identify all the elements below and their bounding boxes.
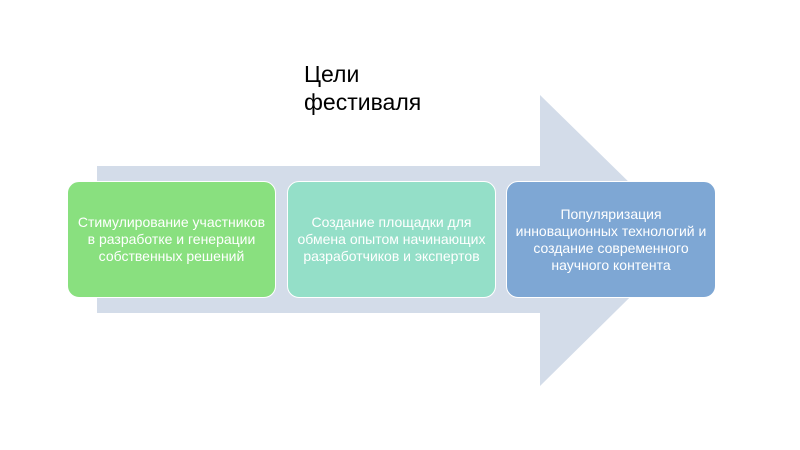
goal-box-2: Создание площадки для обмена опытом начи… [287, 181, 496, 298]
goal-text-2: Создание площадки для обмена опытом начи… [297, 214, 486, 264]
goal-text-1: Стимулирование участников в разработке и… [77, 214, 266, 264]
goal-box-3: Популяризация инновационных технологий и… [506, 181, 716, 298]
goal-text-3: Популяризация инновационных технологий и… [515, 205, 707, 273]
diagram-title: Цели фестиваля [304, 61, 422, 115]
goal-box-1: Стимулирование участников в разработке и… [67, 181, 276, 298]
